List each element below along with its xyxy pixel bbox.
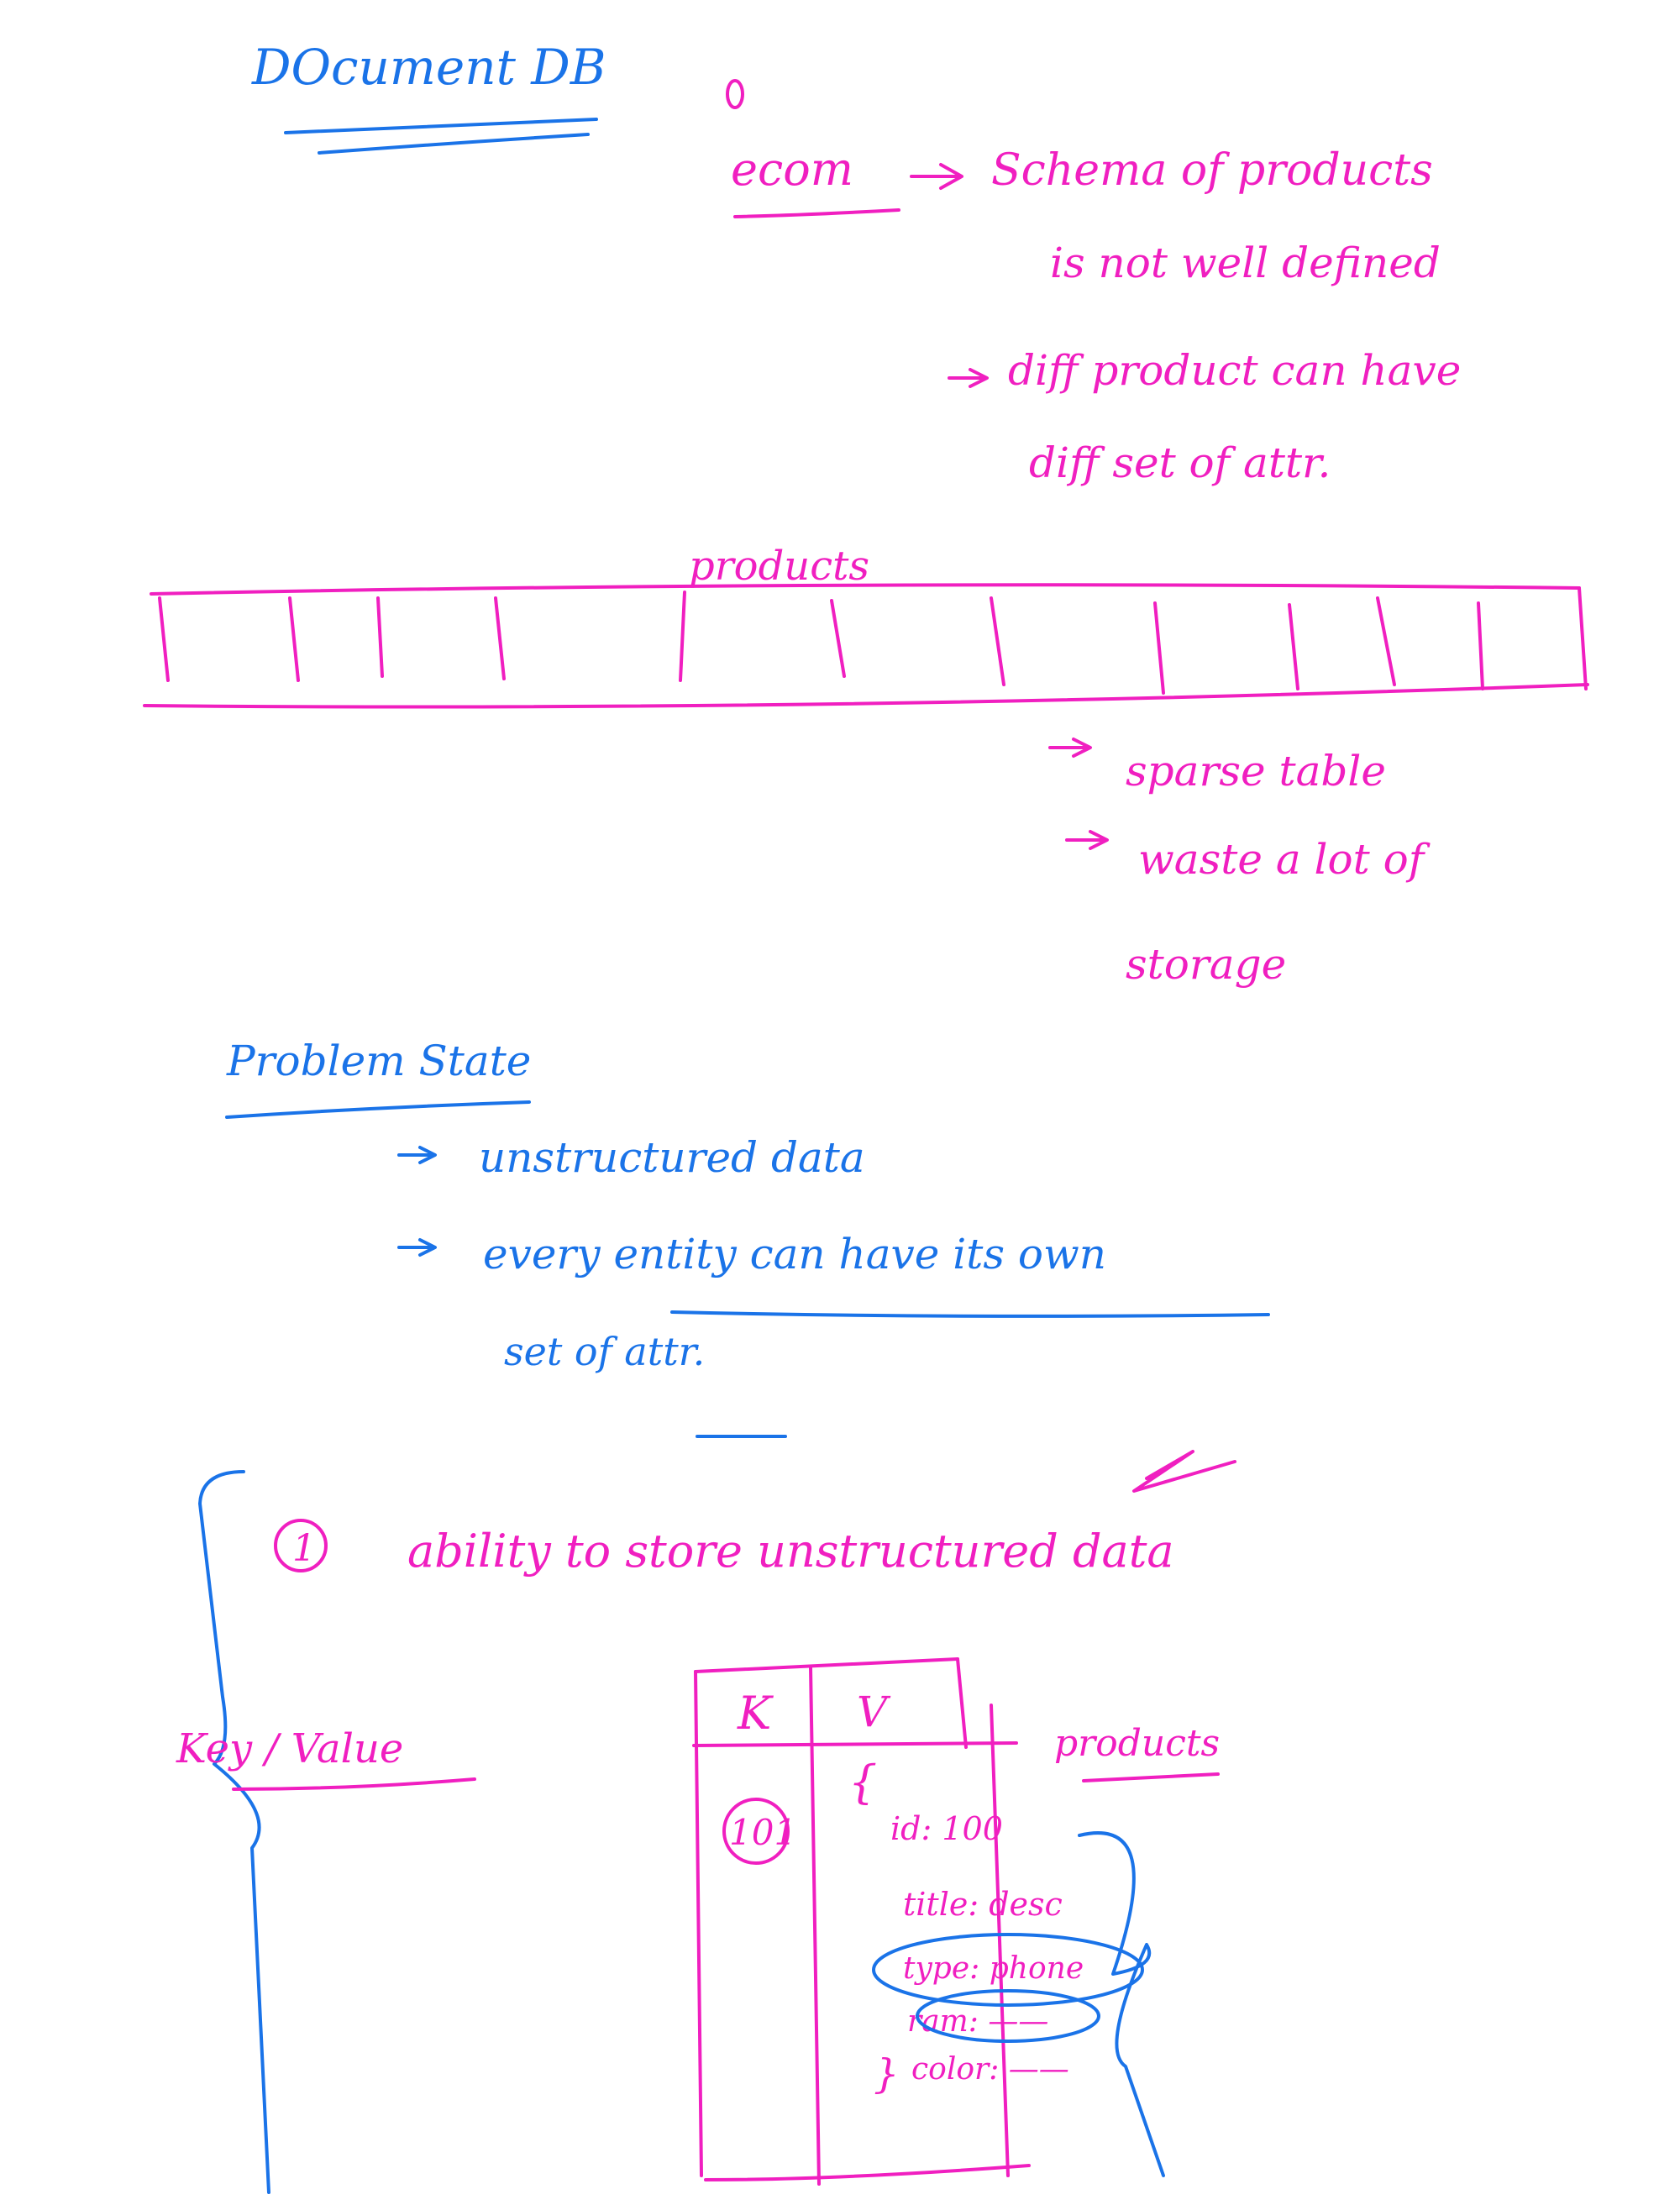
sparse-note-1: sparse table [1126, 747, 1386, 795]
ecom-label: ecom [731, 143, 853, 196]
kv-table-label: products [1054, 1722, 1220, 1765]
requirement-number-circle [274, 1519, 328, 1572]
kv-col-k: K [737, 1687, 774, 1740]
left-bracket [198, 1470, 270, 2194]
sparse-table [143, 583, 1589, 709]
kv-key: 101 [729, 1812, 796, 1853]
problem-point-2: every entity can have its own [483, 1230, 1106, 1278]
sparse-note-3: storage [1126, 940, 1286, 989]
ecom-point-1-line-2: is not well defined [1050, 239, 1441, 287]
kv-line-id: id: 100 [890, 1810, 1003, 1847]
kv-line-ram: ram: —— [907, 2004, 1048, 2039]
arrow-4 [1065, 830, 1109, 850]
kv-table [692, 1657, 1031, 2186]
kv-table-label-underline [1082, 1772, 1220, 1782]
kv-key-circle [722, 1798, 790, 1865]
ecom-underline [733, 208, 900, 218]
problem-underline [225, 1100, 531, 1119]
kv-line-color: color: —— [911, 2052, 1069, 2087]
check-mark [1132, 1450, 1236, 1493]
title-underline [284, 118, 598, 134]
arrow-3 [1048, 738, 1092, 758]
kv-line-title: title: desc [903, 1886, 1063, 1923]
right-bracket [1078, 1831, 1165, 2177]
ecom-point-2-line-2: diff set of attr. [1029, 438, 1331, 487]
key-value-underline [232, 1777, 476, 1791]
problem-point-2-underline [670, 1310, 1270, 1318]
requirement-number: 1 [292, 1527, 316, 1570]
arrow-5 [397, 1146, 437, 1164]
kv-brace-open: { [848, 1756, 877, 1809]
requirement-text: ability to store unstructured data [407, 1525, 1174, 1578]
problem-point-1: unstructured data [479, 1133, 865, 1182]
title-underline-2 [318, 133, 590, 155]
ecom-point-1-line-1: Schema of products [991, 145, 1433, 196]
sparse-note-2: waste a lot of [1138, 835, 1431, 884]
kv-col-v: V [857, 1688, 891, 1736]
dot-mark [726, 79, 744, 109]
products-table-label: products [689, 543, 869, 590]
problem-heading: Problem State [226, 1037, 531, 1085]
kv-line-type: type: phone [903, 1951, 1084, 1986]
key-value-label: Key / Value [176, 1725, 403, 1772]
highlight-ram-oval [916, 1989, 1100, 2043]
page-title: DOcument DB [251, 39, 606, 96]
arrow-2 [948, 368, 989, 388]
arrow-6 [397, 1238, 437, 1257]
kv-brace-close: } [874, 2050, 900, 2097]
highlight-type-oval [872, 1933, 1144, 2007]
ecom-point-2-line-1: diff product can have [1008, 346, 1461, 395]
arrow-1 [910, 163, 963, 190]
problem-point-3: set of attr. [504, 1329, 705, 1374]
